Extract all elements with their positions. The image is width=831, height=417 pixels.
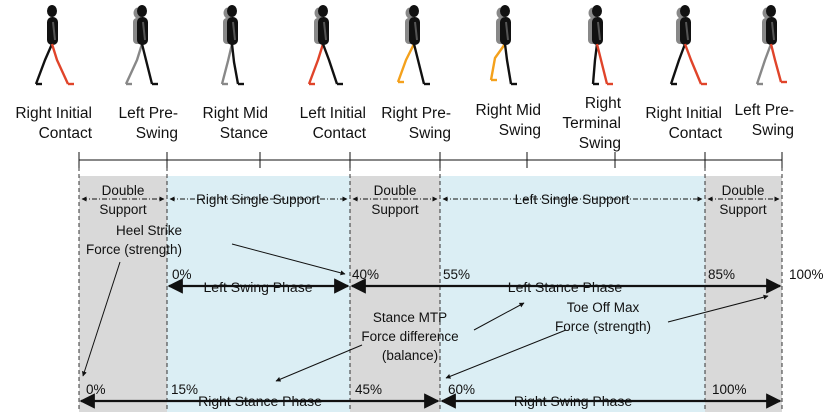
band-double-support-1 [79, 176, 167, 412]
timeline [78, 152, 783, 168]
phase-label-7-line: Contact [669, 125, 723, 142]
left-pct-0: 0% [172, 267, 192, 282]
heel-strike-annotation-line: Force (strength) [86, 242, 182, 257]
phase-label-3-line: Left Initial [300, 105, 366, 122]
walking-figure-5 [489, 5, 517, 86]
stance-mtp-annotation-line: Stance MTP [373, 310, 447, 325]
phase-label-6-line: Terminal [562, 115, 621, 132]
phase-label-3-line: Contact [313, 125, 367, 142]
support-label-0-line: Double [102, 183, 145, 198]
right-pct-60: 60% [448, 382, 475, 397]
stance-mtp-annotation-line: Force difference [361, 329, 458, 344]
right-pct-100: 100% [712, 382, 747, 397]
heel-strike-arrow-right [231, 243, 346, 276]
stance-mtp-arrow-down [275, 344, 363, 382]
phase-label-5-line: Right Mid [476, 102, 541, 119]
toe-off-arrow-down [445, 329, 567, 379]
phase-label-1: Left Pre- Swing [119, 105, 178, 142]
band-double-support-2 [350, 176, 440, 412]
heel-strike-annotation-line: Heel Strike [116, 223, 182, 238]
walking-figure-2 [220, 5, 244, 86]
walking-figure-3 [307, 5, 343, 86]
phase-label-1-line: Swing [136, 125, 178, 142]
band-right-single-support [167, 176, 350, 412]
phase-label-4: Right Pre- Swing [381, 105, 451, 142]
toe-off-annotation-line: Force (strength) [555, 319, 651, 334]
phase-label-8: Left Pre- Swing [735, 102, 794, 139]
walking-figure-1 [124, 5, 158, 86]
stance-mtp-annotation: Stance MTP Force difference (balance) [361, 310, 458, 363]
walking-figure-0 [34, 5, 74, 86]
phase-label-6-line: Right [585, 95, 622, 112]
right-pct-15: 15% [171, 382, 198, 397]
support-band-backgrounds [79, 176, 782, 412]
support-label-3-line: Left Single Support [515, 192, 630, 207]
phase-label-2-line: Right Mid [203, 105, 268, 122]
support-label-2-line: Support [371, 202, 419, 217]
right-pct-45: 45% [355, 382, 382, 397]
toe-off-annotation-line: Toe Off Max [567, 300, 640, 315]
right-phase-labels: 0% 15% 45% 60% 100% Right Stance Phase R… [86, 382, 747, 409]
walking-figure-6 [588, 5, 613, 86]
phase-label-1-line: Left Pre- [119, 105, 178, 122]
phase-label-0-line: Right Initial [15, 105, 92, 122]
walking-figures [34, 5, 787, 86]
stance-mtp-arrow-up [473, 302, 525, 331]
phase-label-7-line: Right Initial [645, 105, 722, 122]
support-label-4-line: Support [719, 202, 767, 217]
phase-label-8-line: Left Pre- [735, 102, 794, 119]
right-pct-0: 0% [86, 382, 106, 397]
left-pct-85: 85% [708, 267, 735, 282]
support-label-4-line: Double [722, 183, 765, 198]
phase-label-2-line: Stance [220, 125, 268, 142]
toe-off-arrow-up [667, 294, 769, 323]
right-swing-phase-label: Right Swing Phase [514, 393, 633, 409]
heel-strike-arrow-down [82, 261, 121, 377]
left-pct-100: 100% [789, 267, 824, 282]
phase-label-0-line: Contact [39, 125, 93, 142]
left-phase-labels: 0% 40% 55% 85% 100% Left Swing Phase Lef… [172, 267, 824, 295]
phase-label-4-line: Right Pre- [381, 105, 451, 122]
phase-label-5-line: Swing [499, 122, 541, 139]
left-pct-40: 40% [352, 267, 379, 282]
annotation-arrows [82, 243, 769, 382]
left-stance-phase-label: Left Stance Phase [508, 279, 623, 295]
support-label-0-line: Support [99, 202, 147, 217]
phase-label-6-line: Swing [579, 135, 621, 152]
phase-label-8-line: Swing [752, 122, 794, 139]
walking-figure-4 [396, 5, 430, 86]
walking-figure-8 [755, 5, 787, 86]
band-double-support-3 [705, 176, 782, 412]
phase-label-4-line: Swing [409, 125, 451, 142]
left-swing-phase-label: Left Swing Phase [204, 279, 313, 295]
support-label-2-line: Double [374, 183, 417, 198]
support-label-3: Left Single Support [515, 192, 630, 207]
walking-figure-7 [669, 5, 707, 86]
stance-mtp-annotation-line: (balance) [382, 348, 438, 363]
band-left-single-support [440, 176, 705, 412]
left-pct-55: 55% [443, 267, 470, 282]
right-stance-phase-label: Right Stance Phase [198, 393, 322, 409]
